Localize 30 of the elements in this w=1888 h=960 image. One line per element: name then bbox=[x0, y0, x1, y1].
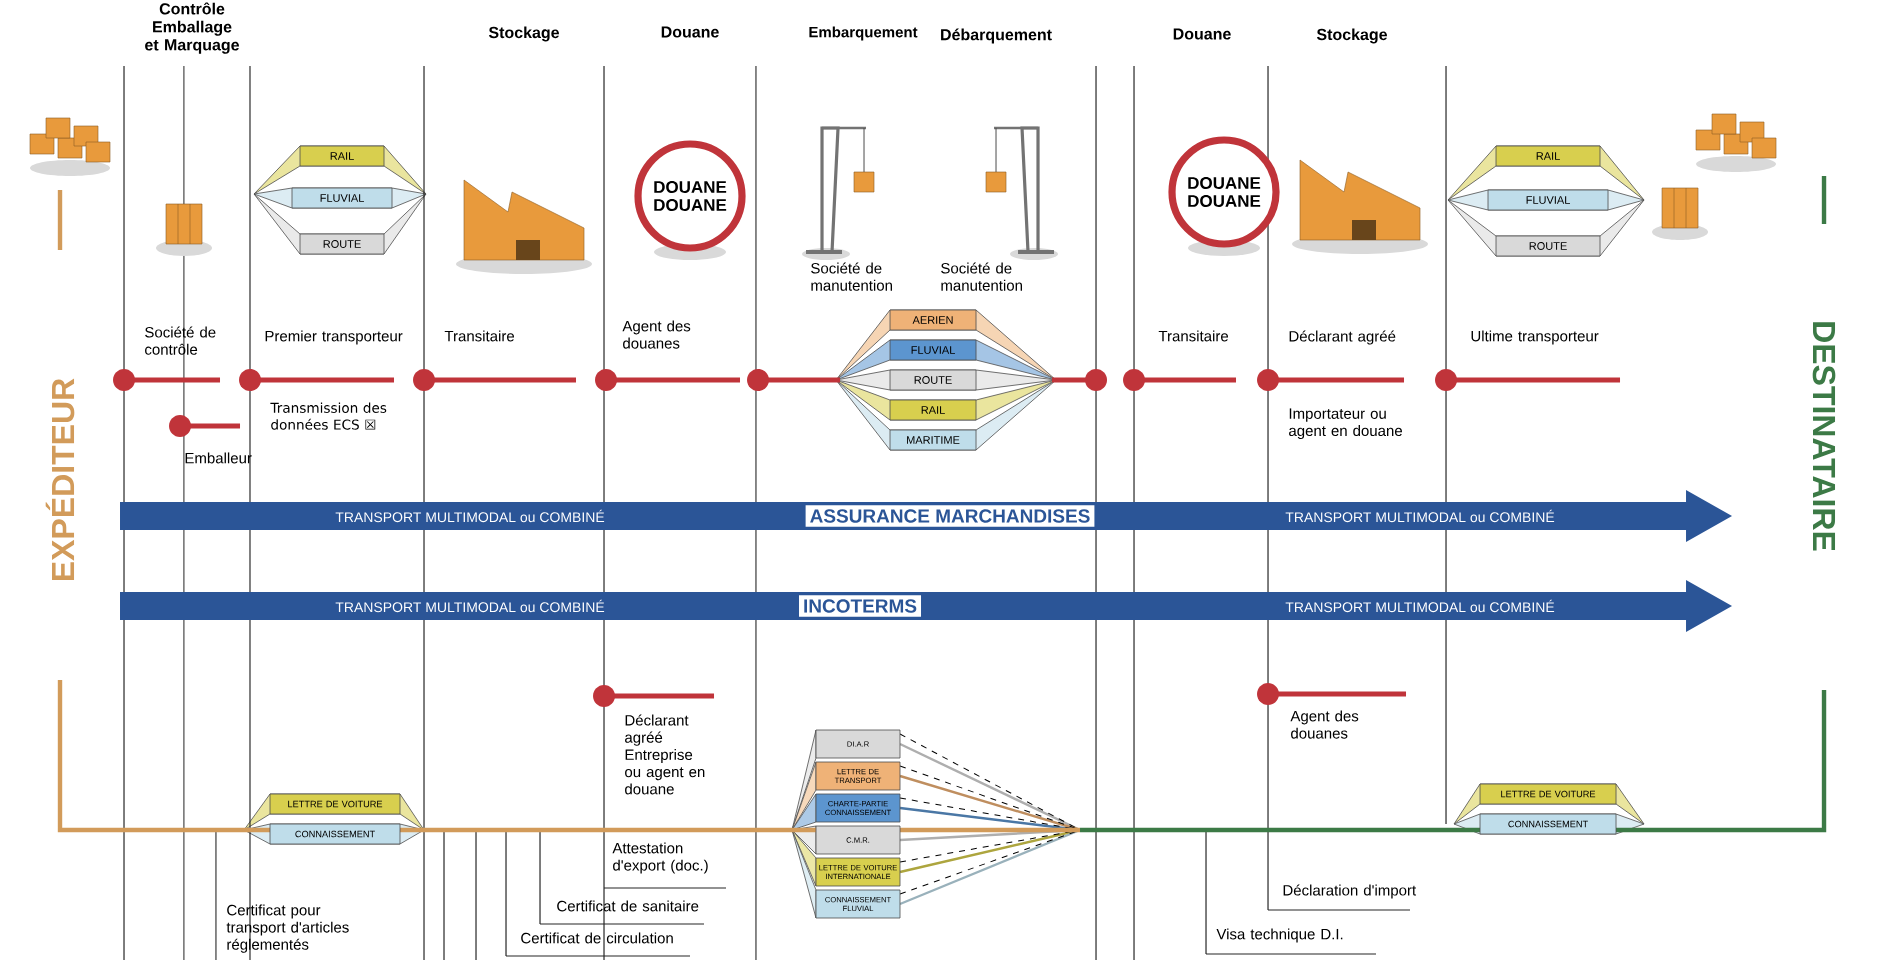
actor-marker bbox=[239, 369, 394, 391]
cube-icon bbox=[1652, 187, 1708, 240]
cube-icon bbox=[156, 203, 212, 256]
actor-marker bbox=[1257, 369, 1404, 391]
warehouse-icon bbox=[1292, 159, 1428, 254]
column-heading: Débarquement bbox=[941, 28, 1052, 44]
actor-marker bbox=[747, 369, 840, 391]
column-heading: Stockage bbox=[1316, 28, 1388, 44]
column-heading: Douane bbox=[1173, 28, 1231, 40]
side-title: EXPÉDITEUR bbox=[39, 371, 81, 589]
actor-marker bbox=[1257, 683, 1406, 705]
actor-marker bbox=[1052, 369, 1107, 391]
actor-marker bbox=[113, 369, 220, 391]
actor-marker bbox=[1123, 369, 1236, 391]
actor-marker bbox=[413, 369, 576, 391]
customs-sign: DOUANE DOUANE bbox=[1168, 136, 1280, 256]
crates-icon bbox=[29, 117, 111, 176]
crates-icon bbox=[1695, 113, 1777, 172]
crane-icon bbox=[985, 126, 1058, 260]
actor-marker bbox=[595, 369, 740, 391]
actor-marker bbox=[169, 415, 240, 437]
column-heading: Contrôle Emballage et Marquage bbox=[145, 2, 239, 54]
column-heading: Stockage bbox=[488, 26, 560, 42]
side-title: DESTINATAIRE bbox=[1806, 314, 1842, 558]
column-heading: Douane bbox=[661, 26, 719, 38]
actor-marker bbox=[593, 685, 714, 707]
customs-sign: DOUANE DOUANE bbox=[634, 140, 746, 260]
warehouse-icon bbox=[456, 179, 592, 274]
crane-icon bbox=[802, 126, 875, 260]
actor-marker bbox=[1435, 369, 1620, 391]
